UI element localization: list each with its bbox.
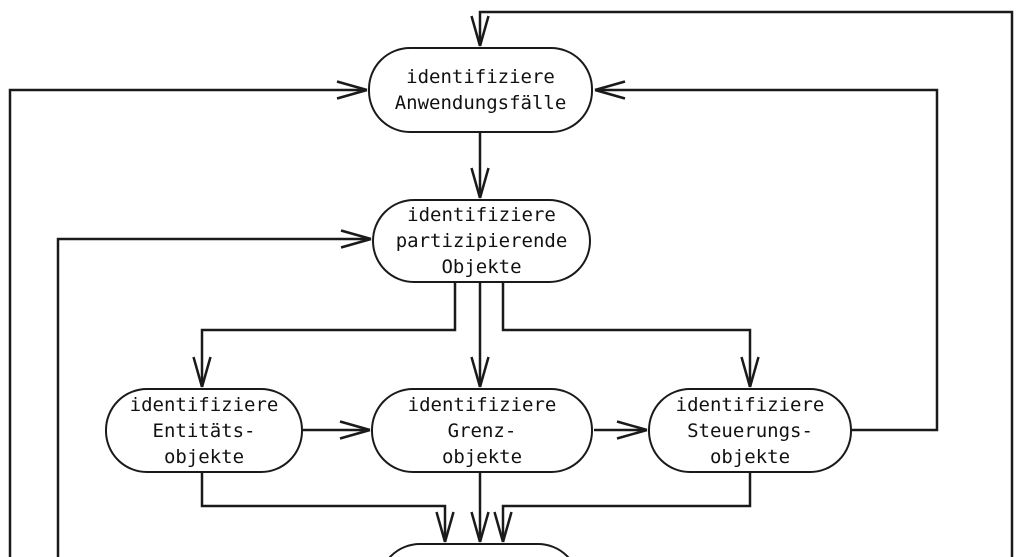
edge-anwendungsfaelle-to-partizipierende bbox=[470, 133, 490, 199]
edge-partizipierende-to-grenz bbox=[470, 283, 490, 388]
edge-entitaets-to-bottom-node bbox=[200, 473, 455, 543]
node-identifiziere-steuerungsobjekte: identifiziere Steuerungs- objekte bbox=[648, 388, 852, 473]
edge-partizipierende-to-entitaets bbox=[192, 283, 457, 388]
edge-steuerungs-to-bottom-node bbox=[493, 473, 752, 543]
node-identifiziere-partizipierende-objekte: identifiziere partizipierende Objekte bbox=[372, 199, 591, 283]
edge-grenz-to-steuerungs bbox=[594, 420, 648, 440]
edge-grenz-to-bottom-node bbox=[470, 473, 490, 543]
edge-partizipierende-to-steuerungs bbox=[501, 283, 760, 388]
node-identifiziere-anwendungsfaelle: identifiziere Anwendungsfälle bbox=[368, 47, 593, 133]
node-identifiziere-grenzobjekte: identifiziere Grenz- objekte bbox=[371, 388, 593, 473]
node-bottom-partial bbox=[378, 543, 580, 557]
node-identifiziere-entitaetsobjekte: identifiziere Entitäts- objekte bbox=[105, 388, 303, 473]
edge-feedback-left-outer-to-anwendungsfaelle bbox=[8, 80, 368, 557]
edge-steuerungsobjekte-to-anwendungsfaelle bbox=[594, 80, 939, 432]
edge-feedback-left-inner-to-partizipierende bbox=[56, 229, 372, 557]
edge-feedback-right-outer-to-anwendungsfaelle-top bbox=[470, 10, 1014, 557]
edge-entitaets-to-grenz bbox=[303, 420, 371, 440]
